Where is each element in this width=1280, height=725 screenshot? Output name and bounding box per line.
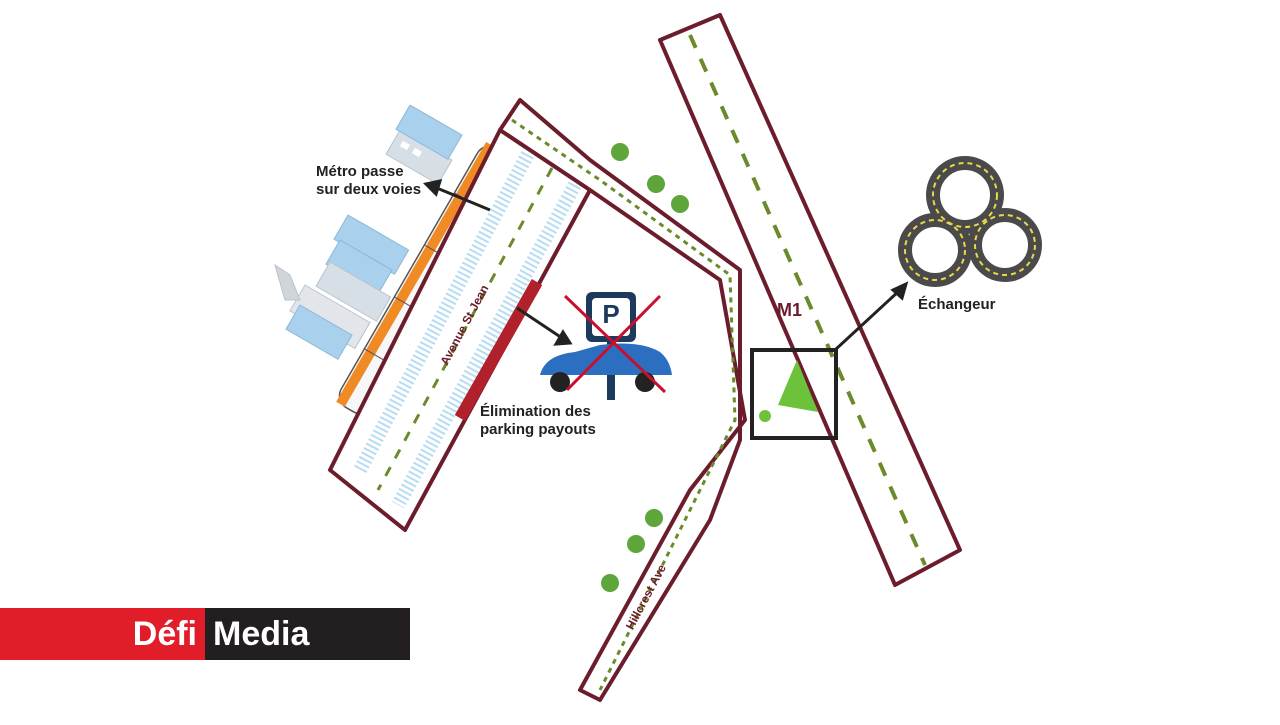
- rail-tracks: [353, 146, 582, 509]
- cross-mark-icon: [563, 294, 667, 394]
- parking-letter: P: [602, 299, 620, 329]
- junction-box: [750, 348, 838, 440]
- m1-label: M1: [777, 300, 803, 320]
- elimination-label-line1: Élimination des: [480, 403, 591, 420]
- echangeur-label: Échangeur: [918, 296, 996, 313]
- metro-label: Métro passe sur deux voies: [316, 163, 421, 199]
- metro-label-line1: Métro passe: [316, 163, 404, 180]
- metro-label-line2: sur deux voies: [316, 181, 422, 198]
- city-buildings: [274, 104, 463, 360]
- elimination-label: Élimination des parking payouts: [480, 403, 596, 439]
- green-island: [778, 360, 818, 412]
- connector-road: [498, 98, 747, 702]
- brand-media: Media: [205, 608, 410, 660]
- trees: [601, 143, 689, 592]
- arrows: [422, 178, 909, 352]
- elimination-label-line2: parking payouts: [480, 421, 596, 438]
- brand-defi: Défi: [0, 608, 205, 660]
- defi-media-logo: Défi Media: [0, 608, 410, 660]
- m1-road: [658, 13, 962, 587]
- parking-strip: [454, 279, 543, 421]
